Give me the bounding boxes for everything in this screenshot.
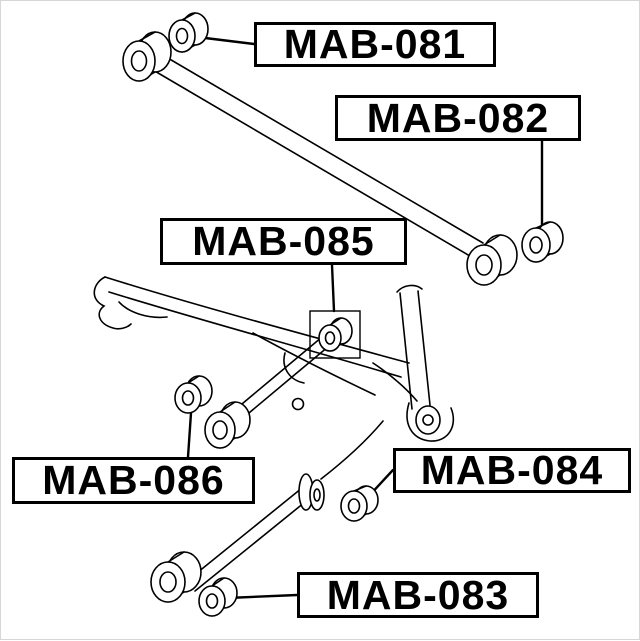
- leader-mab-083: [225, 593, 299, 600]
- shock-absorber-line: [417, 290, 431, 406]
- leader-mab-085: [330, 263, 336, 313]
- trailing-bracket: [415, 405, 441, 435]
- bushing-lateral-rod-left-large: [122, 31, 172, 82]
- bushing-mab-081: [168, 12, 209, 53]
- part-label-text: MAB-083: [326, 571, 510, 618]
- bushing-mab-084: [340, 485, 379, 522]
- bushing-upper-arm-cylinder: [204, 401, 251, 449]
- part-label-mab-084: MAB-084: [393, 447, 631, 493]
- spring-seat-hole: [291, 397, 305, 411]
- trailing-bracket-hole: [422, 414, 434, 426]
- part-label-text: MAB-082: [366, 94, 550, 141]
- bushing-lower-arm-flange: [298, 473, 325, 511]
- bushing-lateral-rod-right-large: [466, 234, 518, 286]
- lower-control-arm: [186, 487, 311, 592]
- bushing-highlight-box: [309, 310, 361, 359]
- part-label-text: MAB-084: [420, 447, 604, 493]
- bushing-mab-085: [309, 310, 361, 359]
- bushing-lower-arm-left-large: [150, 551, 202, 603]
- part-label-text: MAB-086: [42, 457, 225, 503]
- part-label-text: MAB-085: [192, 218, 375, 264]
- part-label-mab-086: MAB-086: [12, 457, 255, 504]
- part-label-mab-085: MAB-085: [160, 218, 407, 265]
- part-label-mab-081: MAB-081: [254, 21, 496, 67]
- shock-bracket-top: [396, 284, 423, 293]
- part-label-mab-083: MAB-083: [297, 572, 539, 618]
- part-label-text: MAB-081: [283, 21, 467, 67]
- shock-absorber-line: [399, 292, 413, 410]
- part-label-mab-082: MAB-082: [335, 95, 581, 141]
- bushing-mab-082: [521, 221, 564, 263]
- leader-mab-086: [186, 411, 193, 459]
- lateral-rod: [152, 53, 484, 260]
- axle-beam-assembly: [93, 276, 455, 480]
- bushing-mab-086: [174, 375, 213, 414]
- bushing-mab-083: [198, 577, 238, 617]
